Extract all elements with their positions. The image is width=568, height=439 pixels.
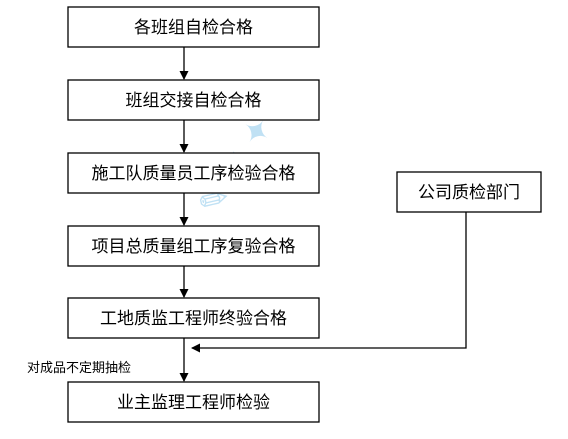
node-label: 业主监理工程师检验 [117, 393, 270, 413]
node-box [67, 381, 320, 423]
node-box [67, 297, 320, 339]
node-owner-supervisor-check: 业主监理工程师检验 [67, 381, 320, 423]
node-label: 项目总质量组工序复验合格 [92, 237, 296, 257]
node-box [67, 152, 320, 194]
node-crew-process-check: 施工队质量员工序检验合格 [67, 152, 320, 194]
node-site-supervisor-final: 工地质监工程师终验合格 [67, 297, 320, 339]
edge-qc-dept-to-flow [191, 212, 467, 353]
node-handover-self-check: 班组交接自检合格 [67, 79, 320, 121]
node-label: 各班组自检合格 [134, 18, 253, 38]
node-box [396, 171, 542, 213]
node-box [67, 6, 320, 48]
edge-label-random-check: 对成品不定期抽检 [27, 361, 131, 376]
node-team-self-check: 各班组自检合格 [67, 6, 320, 48]
node-project-recheck: 项目总质量组工序复验合格 [67, 225, 320, 267]
node-label: 班组交接自检合格 [126, 91, 262, 111]
node-label: 施工队质量员工序检验合格 [92, 164, 296, 184]
node-company-qc-dept: 公司质检部门 [396, 171, 542, 213]
node-box [67, 79, 320, 121]
node-label: 工地质监工程师终验合格 [100, 309, 287, 329]
node-label: 公司质检部门 [418, 183, 520, 203]
node-box [67, 225, 320, 267]
